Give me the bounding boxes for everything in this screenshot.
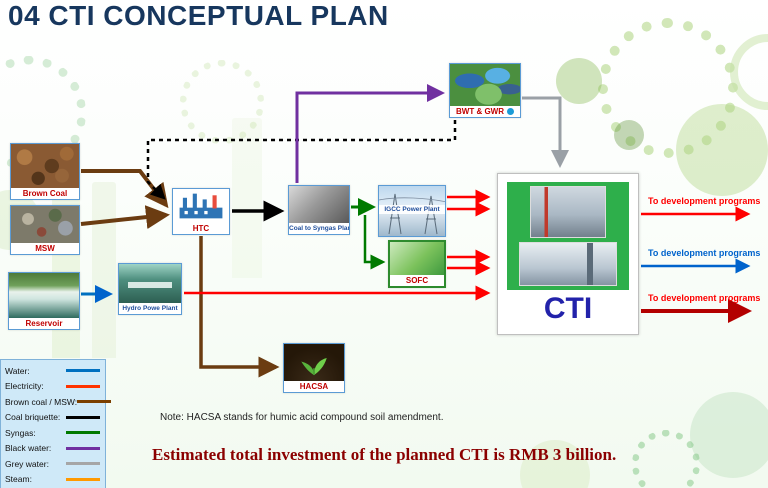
hacsa-note: Note: HACSA stands for humic acid compou… <box>160 412 444 423</box>
igcc-label: IGCC Power Plant <box>379 205 445 214</box>
hacsa-image <box>284 344 344 381</box>
legend-line-coal-briquette <box>66 415 100 419</box>
legend-line-grey-water <box>66 462 100 466</box>
cti-image-panel <box>507 182 629 290</box>
sofc-image <box>390 242 444 275</box>
brown-coal-image <box>11 144 79 188</box>
cti-plant-photo-2 <box>519 242 617 286</box>
node-bwt-gwr: BWT & GWR <box>449 63 521 118</box>
coal-to-syngas-label: Coal to Syngas Plant <box>289 223 349 234</box>
legend-item-water: Water: <box>5 363 100 379</box>
legend-label: Coal briquette: <box>5 412 61 423</box>
msw-image <box>11 206 79 243</box>
bwt-gwr-label-row: BWT & GWR <box>450 106 520 117</box>
igcc-image: IGCC Power Plant <box>379 186 445 236</box>
cti-label: CTI <box>543 292 593 325</box>
node-htc: HTC <box>172 188 230 235</box>
legend-item-electricity: Electricity: <box>5 379 100 395</box>
cti-plant-photo-1 <box>530 186 606 238</box>
recycle-icon <box>507 108 514 115</box>
reservoir-label: Reservoir <box>9 318 79 329</box>
node-cti: CTI <box>497 173 639 335</box>
reservoir-image <box>9 273 79 318</box>
node-msw: MSW <box>10 205 80 255</box>
legend-line-steam <box>66 477 100 481</box>
node-sofc: SOFC <box>388 240 446 288</box>
hydro-plant-image <box>119 264 181 303</box>
msw-label: MSW <box>11 243 79 254</box>
hacsa-label: HACSA <box>284 381 344 392</box>
legend-item-syngas: Syngas: <box>5 425 100 441</box>
legend-line-water <box>66 369 100 373</box>
sofc-label: SOFC <box>390 275 444 286</box>
output-label-2: To development programs <box>648 248 761 258</box>
bwt-gwr-image <box>450 64 520 106</box>
hydro-plant-label: Hydro Powe Plant <box>119 303 181 314</box>
legend-label: Electricity: <box>5 381 44 392</box>
legend: Water: Electricity: Brown coal / MSW: Co… <box>0 359 112 488</box>
legend-label: Water: <box>5 365 30 376</box>
legend-line-brown-coal <box>77 400 112 404</box>
brown-coal-label: Brown Coal <box>11 188 79 199</box>
legend-line-syngas <box>66 431 100 435</box>
legend-item-brown-coal: Brown coal / MSW: <box>5 394 112 410</box>
coal-to-syngas-image <box>289 186 349 223</box>
node-coal-to-syngas: Coal to Syngas Plant <box>288 185 350 235</box>
seedling-icon <box>301 357 327 375</box>
legend-label: Black water: <box>5 443 52 454</box>
dam-graphic <box>128 281 172 288</box>
legend-label: Steam: <box>5 474 32 485</box>
legend-label: Grey water: <box>5 458 49 469</box>
legend-item-black-water: Black water: <box>5 441 100 457</box>
node-reservoir: Reservoir <box>8 272 80 330</box>
output-label-3: To development programs <box>648 293 761 303</box>
legend-item-steam: Steam: <box>5 472 100 488</box>
output-label-1: To development programs <box>648 196 761 206</box>
htc-label: HTC <box>173 223 229 234</box>
legend-line-electricity <box>66 384 100 388</box>
factory-icon <box>179 193 223 219</box>
node-brown-coal: Brown Coal <box>10 143 80 200</box>
page-title: 04 CTI CONCEPTUAL PLAN <box>8 0 389 31</box>
node-hacsa: HACSA <box>283 343 345 393</box>
legend-label: Syngas: <box>5 427 36 438</box>
legend-label: Brown coal / MSW: <box>5 396 78 407</box>
node-hydro-plant: Hydro Powe Plant <box>118 263 182 315</box>
legend-line-black-water <box>66 446 100 450</box>
investment-statement: Estimated total investment of the planne… <box>152 445 617 464</box>
bwt-gwr-label: BWT & GWR <box>456 107 504 116</box>
htc-image <box>173 189 229 223</box>
legend-item-coal-briquette: Coal briquette: <box>5 410 100 426</box>
node-igcc: IGCC Power Plant <box>378 185 446 237</box>
legend-item-grey-water: Grey water: <box>5 456 100 472</box>
